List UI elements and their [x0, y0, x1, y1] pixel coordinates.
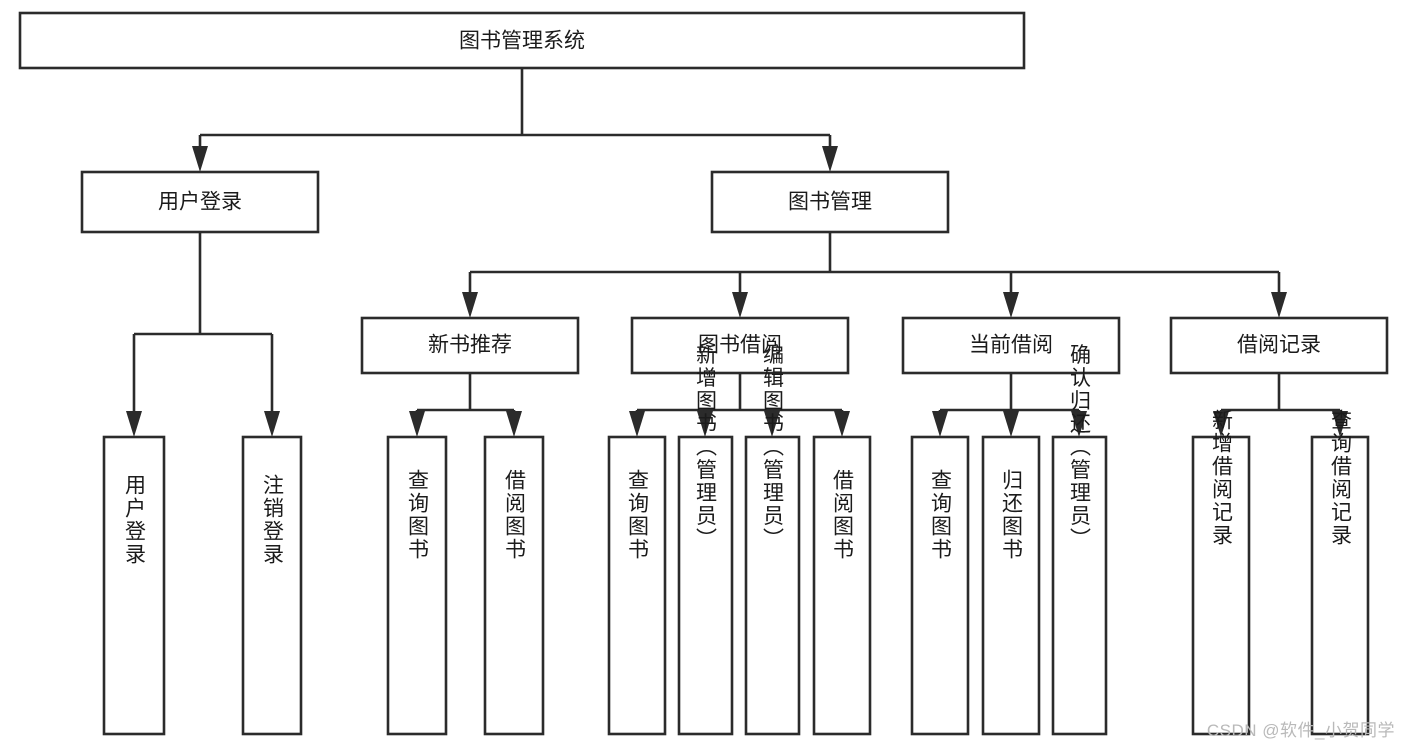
node-borrow-record[interactable]: 借阅记录: [1169, 316, 1389, 375]
node-leaf-user-login-label: 用户登录: [123, 474, 147, 566]
node-new-book-recommend[interactable]: 新书推荐: [360, 316, 580, 375]
node-leaf-newbook-borrow[interactable]: 借阅图书: [483, 435, 545, 736]
node-leaf-record-add-label: 新增借阅记录: [1210, 409, 1234, 547]
node-leaf-newbook-query[interactable]: 查询图书: [386, 435, 448, 736]
node-leaf-borrow-add-admin-label: 新增图书（管理员）: [694, 344, 718, 551]
node-leaf-borrow-take[interactable]: 借阅图书: [812, 435, 872, 736]
node-leaf-current-confirm-admin-label: 确认归还（管理员）: [1068, 344, 1092, 551]
edge-newbook-to-leaves: [409, 373, 522, 437]
edge-book-to-level2: [462, 232, 1287, 318]
node-user-login-module[interactable]: 用户登录: [80, 170, 320, 234]
edge-current-to-leaves: [932, 373, 1087, 437]
node-book-management-module-label: 图书管理: [788, 191, 872, 214]
node-leaf-borrow-edit-admin-label: 编辑图书（管理员）: [761, 344, 785, 551]
node-leaf-record-add[interactable]: 新增借阅记录: [1191, 409, 1251, 736]
node-leaf-current-query-label: 查询图书: [929, 469, 953, 561]
node-leaf-current-return[interactable]: 归还图书: [981, 435, 1041, 736]
node-leaf-borrow-take-label: 借阅图书: [831, 469, 855, 561]
edge-borrow-to-leaves: [629, 373, 850, 437]
node-book-management-module[interactable]: 图书管理: [710, 170, 950, 234]
node-leaf-current-query[interactable]: 查询图书: [910, 435, 970, 736]
node-leaf-borrow-query-label: 查询图书: [626, 469, 650, 561]
node-leaf-record-query[interactable]: 查询借阅记录: [1310, 409, 1370, 736]
node-book-borrow[interactable]: 图书借阅: [630, 316, 850, 375]
node-leaf-newbook-borrow-label: 借阅图书: [503, 469, 527, 561]
edge-root-to-level1: [192, 68, 838, 172]
edge-record-to-leaves: [1213, 373, 1348, 437]
node-leaf-newbook-query-label: 查询图书: [406, 469, 430, 561]
node-leaf-borrow-query[interactable]: 查询图书: [607, 435, 667, 736]
node-leaf-borrow-edit-admin[interactable]: 编辑图书（管理员）: [744, 344, 801, 736]
node-leaf-borrow-add-admin[interactable]: 新增图书（管理员）: [677, 344, 734, 736]
node-book-borrow-label: 图书借阅: [698, 334, 782, 357]
node-borrow-record-label: 借阅记录: [1237, 334, 1321, 357]
node-leaf-user-logout-label: 注销登录: [261, 474, 285, 566]
node-leaf-current-return-label: 归还图书: [1000, 469, 1024, 561]
node-user-login-module-label: 用户登录: [158, 191, 242, 214]
nodes-layer: 图书管理系统 用户登录 图书管理 新书推荐 图书借阅: [18, 11, 1389, 736]
node-leaf-current-confirm-admin[interactable]: 确认归还（管理员）: [1051, 344, 1108, 736]
edge-user-to-leaves: [126, 232, 280, 437]
edges-layer: [126, 68, 1348, 437]
node-leaf-user-login[interactable]: 用户登录: [102, 435, 166, 736]
node-leaf-user-logout[interactable]: 注销登录: [241, 435, 303, 736]
node-leaf-record-query-label: 查询借阅记录: [1329, 409, 1353, 547]
node-root[interactable]: 图书管理系统: [18, 11, 1026, 70]
node-new-book-recommend-label: 新书推荐: [428, 334, 512, 357]
node-current-borrow-label: 当前借阅: [969, 334, 1053, 357]
node-root-label: 图书管理系统: [459, 30, 585, 53]
node-current-borrow[interactable]: 当前借阅: [901, 316, 1121, 375]
